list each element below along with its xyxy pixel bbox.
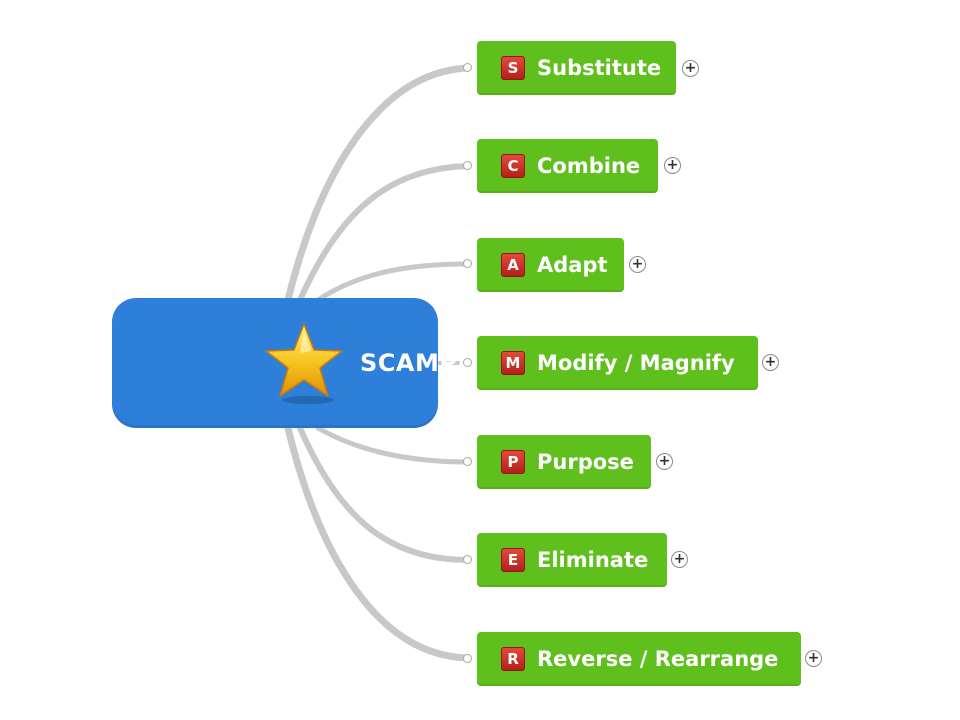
branch-substitute[interactable]: S Substitute [477,41,676,95]
branch-label: Modify / Magnify [537,351,735,375]
branch-purpose[interactable]: P Purpose [477,435,651,489]
connector-dot [463,63,472,72]
expand-button[interactable]: + [762,354,779,371]
branch-eliminate[interactable]: E Eliminate [477,533,667,587]
star-icon [265,323,343,404]
connector-adapt [315,261,471,303]
branch-reverse-rearrange[interactable]: R Reverse / Rearrange [477,632,801,686]
connector-dot [463,457,472,466]
connector-dot [463,358,472,367]
branch-adapt[interactable]: A Adapt [477,238,624,292]
branch-label: Purpose [537,450,634,474]
branch-modify-magnify[interactable]: M Modify / Magnify [477,336,758,390]
expand-button[interactable]: + [671,551,688,568]
letter-badge: A [501,253,525,277]
connector-eliminate [297,425,471,563]
branch-label: Reverse / Rearrange [537,647,779,671]
central-topic-label: SCAMPER [360,349,494,377]
connector-dot [463,654,472,663]
expand-button[interactable]: + [656,453,673,470]
connector-dot [463,259,472,268]
expand-button[interactable]: + [629,256,646,273]
connector-purpose [315,425,471,465]
connector-substitute [284,64,472,304]
branch-combine[interactable]: C Combine [477,139,658,193]
letter-badge: S [501,56,525,80]
expand-button[interactable]: + [682,60,699,77]
branch-label: Eliminate [537,548,649,572]
central-topic[interactable]: SCAMPER [112,298,493,428]
letter-badge: P [501,450,525,474]
letter-badge: E [501,548,525,572]
letter-badge: C [501,154,525,178]
branch-label: Adapt [537,253,608,277]
expand-button[interactable]: + [805,650,822,667]
branch-label: Combine [537,154,641,178]
letter-badge: R [501,647,525,671]
expand-button[interactable]: + [664,157,681,174]
letter-badge: M [501,351,525,375]
connector-dot [463,161,472,170]
connector-dot [463,555,472,564]
connector-reverse [284,424,472,662]
branch-label: Substitute [537,56,662,80]
connector-combine [297,163,471,303]
